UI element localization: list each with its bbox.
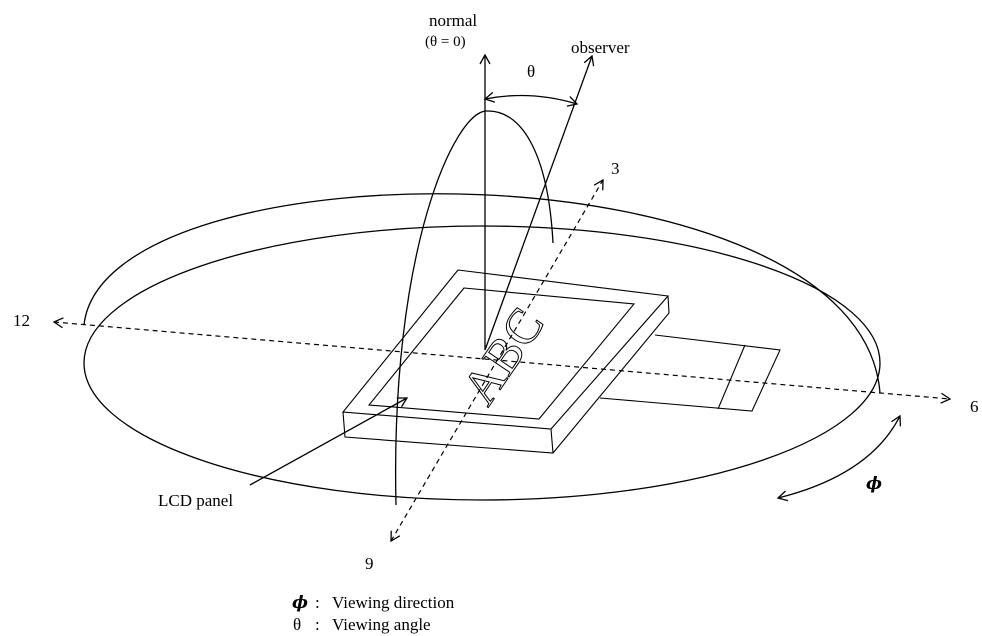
label-clock-12: 12: [13, 311, 30, 330]
label-clock-9: 9: [365, 554, 374, 573]
legend-theta-text: Viewing angle: [332, 615, 431, 634]
label-clock-3: 3: [611, 159, 620, 178]
label-normal: normal: [429, 11, 477, 30]
legend-theta-separator: :: [315, 615, 320, 634]
legend-phi-text: Viewing direction: [332, 593, 455, 612]
label-observer: observer: [571, 38, 630, 57]
meridian-arc: [394, 110, 554, 506]
legend-phi-symbol: ϕ: [292, 593, 308, 613]
axis-12-6: [52, 317, 952, 404]
panel-abc-text: ABC: [451, 298, 555, 415]
legend-theta-symbol: θ: [293, 615, 301, 634]
phi-arc: [776, 414, 902, 502]
legend-phi-separator: :: [315, 593, 320, 612]
lcd-flex-cable: [599, 334, 781, 412]
label-theta: θ: [527, 62, 535, 81]
label-clock-6: 6: [970, 397, 979, 416]
label-lcd-panel: LCD panel: [158, 491, 233, 510]
legend: ϕ : Viewing direction θ : Viewing angle: [292, 593, 455, 634]
theta-arc: [483, 91, 579, 107]
label-phi: ϕ: [866, 474, 882, 494]
lcd-panel: [341, 269, 670, 454]
lcd-panel-leader: [249, 397, 409, 486]
axis-9-3: [390, 178, 604, 543]
label-normal-theta: (θ = 0): [425, 34, 466, 50]
